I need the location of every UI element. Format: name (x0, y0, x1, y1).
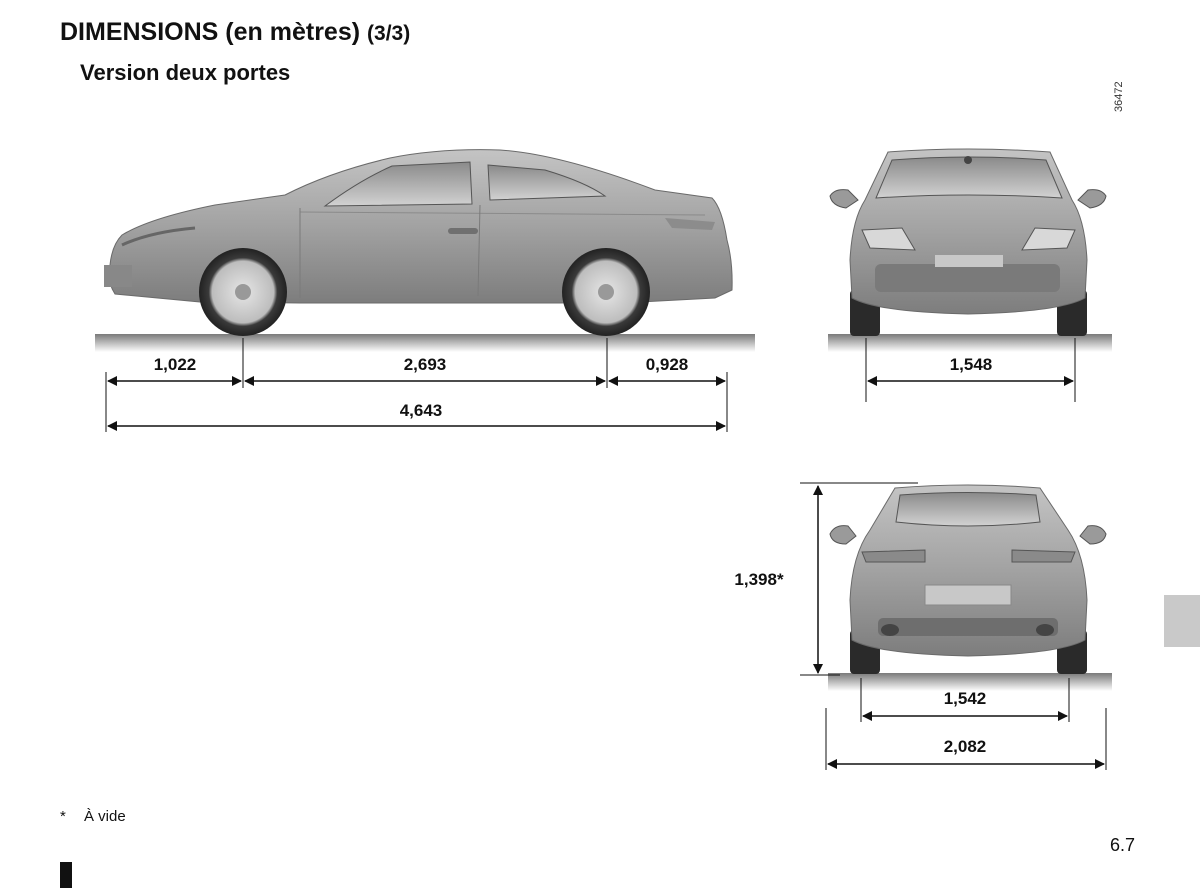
dim-front-track: 1,548 (949, 355, 993, 374)
rear-window (895, 492, 1041, 527)
dim-wheelbase: 2,693 (403, 355, 447, 374)
rear-hub (598, 284, 614, 300)
dim-rear-track: 1,542 (943, 689, 987, 708)
section-tab (1164, 595, 1200, 647)
rear-plate (924, 584, 1012, 606)
rear-diffuser (878, 618, 1058, 636)
mirror-sensor (964, 156, 972, 164)
rear-right-mirror (1079, 525, 1107, 545)
exhaust-right (1036, 624, 1054, 636)
side-ground-shadow (95, 334, 755, 352)
page-edge-mark (60, 862, 72, 888)
page-number: 6.7 (1110, 835, 1136, 855)
front-left-headlight (861, 227, 916, 251)
front-left-mirror (829, 189, 859, 209)
rear-left-taillight (861, 549, 926, 563)
exhaust-left (881, 624, 899, 636)
footnote-marker: * (60, 808, 66, 825)
title-part: (3/3) (367, 22, 411, 45)
front-ground-shadow (828, 334, 1112, 352)
dim-height: 1,398* (734, 570, 784, 589)
front-grille (104, 265, 132, 287)
dim-overall-width: 2,082 (943, 737, 987, 756)
page-subtitle: Version deux portes (80, 60, 291, 85)
dim-overall-length: 4,643 (399, 401, 443, 420)
rear-view (800, 482, 1112, 770)
footnote: * À vide (60, 808, 126, 825)
front-right-headlight (1021, 227, 1076, 251)
dim-rear-overhang: 0,928 (645, 355, 689, 374)
footnote-text: À vide (84, 808, 126, 825)
dim-front-overhang: 1,022 (153, 355, 197, 374)
rear-right-taillight (1011, 549, 1076, 563)
door-handle (448, 228, 478, 234)
rear-ground-shadow (828, 673, 1112, 691)
front-bumper-grille (875, 264, 1060, 292)
side-taillight (665, 218, 715, 230)
side-rear-window (487, 164, 607, 201)
side-body-line (299, 211, 706, 216)
front-plate (935, 255, 1003, 267)
side-headlight (121, 226, 196, 247)
page-title: DIMENSIONS (en mètres) (3/3) (60, 18, 410, 47)
front-windshield (875, 156, 1063, 199)
front-hub (235, 284, 251, 300)
rear-left-mirror (829, 525, 857, 545)
side-door-line (299, 204, 481, 298)
rear-car-body (849, 484, 1088, 657)
front-right-mirror (1077, 189, 1107, 209)
title-text: DIMENSIONS (en mètres) (60, 18, 361, 46)
side-view (95, 149, 755, 432)
side-window (323, 161, 473, 207)
front-view (828, 148, 1112, 402)
